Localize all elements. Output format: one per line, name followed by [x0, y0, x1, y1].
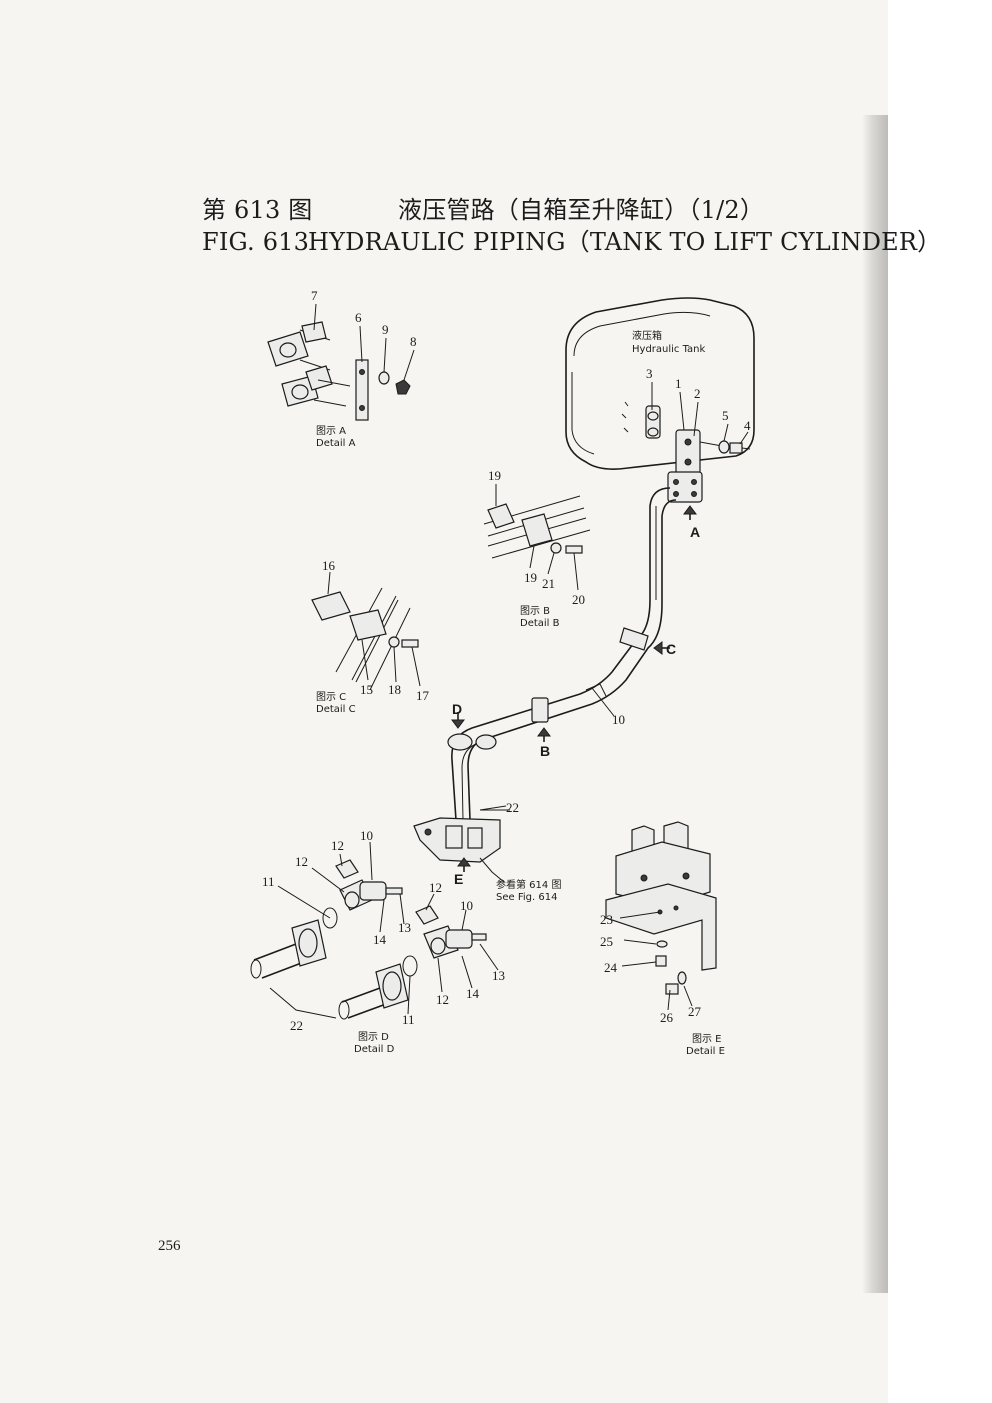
part-number-10-b: 10: [460, 898, 473, 913]
part-number-2: 2: [694, 386, 701, 401]
figure-title-chinese: 第 613 图 液压管路（自箱至升降缸）（1/2）: [202, 190, 764, 225]
part-number-12-d: 12: [436, 992, 449, 1007]
valve-block-e: [413, 805, 507, 883]
part-number-22-main: 22: [506, 800, 519, 815]
detail-c-cn: 图示 C: [316, 691, 346, 703]
part-number-12-a: 12: [331, 838, 344, 853]
detail-d-en: Detail D: [354, 1044, 395, 1055]
part-number-20: 20: [572, 592, 585, 607]
part-number-27: 27: [688, 1004, 702, 1019]
part-number-4: 4: [744, 418, 751, 433]
part-number-13-a: 13: [398, 920, 411, 935]
part-number-25: 25: [600, 934, 613, 949]
callout-a-label: A: [690, 524, 700, 540]
part-number-10-a: 10: [360, 828, 373, 843]
part-number-8: 8: [410, 334, 417, 349]
detail-e-cn: 图示 E: [692, 1033, 722, 1045]
part-number-11-a: 11: [262, 874, 275, 889]
callout-c-label: C: [666, 641, 676, 657]
figure-title-english: FIG. 613HYDRAULIC PIPING（TANK TO LIFT CY…: [202, 222, 941, 257]
tank-label-cn: 液压箱: [632, 329, 662, 342]
detail-a-drawing: [267, 321, 411, 421]
part-number-labels: 7 6 9 8 3 1 2 5 4 19 19 21 20 16 15 18 1…: [262, 288, 751, 1033]
part-number-16: 16: [322, 558, 336, 573]
figure-title-chinese-text: 液压管路（自箱至升降缸）（1/2）: [398, 196, 765, 224]
part-number-15: 15: [360, 682, 373, 697]
figure-title-english-text: HYDRAULIC PIPING（TANK TO LIFT CYLINDER）: [308, 228, 942, 256]
part-number-10-main: 10: [612, 712, 625, 727]
detail-d-drawing: [250, 859, 487, 1020]
figure-number-chinese: 第 613 图: [202, 196, 313, 224]
part-number-26: 26: [660, 1010, 674, 1025]
part-number-23: 23: [600, 912, 613, 927]
detail-d-cn: 图示 D: [358, 1031, 389, 1043]
part-number-12-b: 12: [295, 854, 308, 869]
part-number-19-top: 19: [488, 468, 501, 483]
detail-b-drawing: [483, 495, 591, 559]
part-number-3: 3: [646, 366, 653, 381]
callout-e-label: E: [454, 871, 463, 887]
detail-b-cn: 图示 B: [520, 605, 550, 617]
detail-e-en: Detail E: [686, 1046, 725, 1057]
hydraulic-tank: 液压箱 Hydraulic Tank: [565, 297, 755, 470]
see-fig-614-en: See Fig. 614: [496, 892, 557, 903]
part-number-1: 1: [675, 376, 682, 391]
see-fig-614-cn: 参看第 614 图: [496, 878, 561, 891]
main-pipe-run: [447, 487, 677, 821]
part-number-9: 9: [382, 322, 389, 337]
part-number-22-detail: 22: [290, 1018, 303, 1033]
tank-outlet-flange-group: [621, 401, 751, 503]
detail-a-cn: 图示 A: [316, 425, 346, 437]
detail-c-drawing: [311, 587, 419, 691]
tank-label-en: Hydraulic Tank: [632, 344, 706, 355]
part-number-18: 18: [388, 682, 401, 697]
page-number: 256: [158, 1238, 181, 1254]
callout-d-label: D: [452, 701, 462, 717]
part-number-5: 5: [722, 408, 729, 423]
part-number-14-b: 14: [466, 986, 480, 1001]
part-number-14-a: 14: [373, 932, 387, 947]
part-number-13-b: 13: [492, 968, 505, 983]
detail-a-en: Detail A: [316, 438, 356, 449]
page-margin: [888, 0, 992, 1403]
page-gutter-shadow: [862, 115, 888, 1293]
part-number-7: 7: [311, 288, 318, 303]
detail-c-en: Detail C: [316, 704, 356, 715]
callout-arrows: [451, 505, 697, 872]
callout-b-label: B: [540, 743, 550, 759]
detail-b-en: Detail B: [520, 618, 560, 629]
part-number-12-c: 12: [429, 880, 442, 895]
part-number-21: 21: [542, 576, 555, 591]
leader-lines: [277, 303, 749, 1015]
part-number-24: 24: [604, 960, 618, 975]
detail-e-drawing: [605, 821, 717, 995]
part-number-17: 17: [416, 688, 430, 703]
part-number-11-b: 11: [402, 1012, 415, 1027]
figure-number-english: FIG. 613: [202, 228, 310, 256]
part-number-6: 6: [355, 310, 362, 325]
part-number-19-bottom: 19: [524, 570, 537, 585]
